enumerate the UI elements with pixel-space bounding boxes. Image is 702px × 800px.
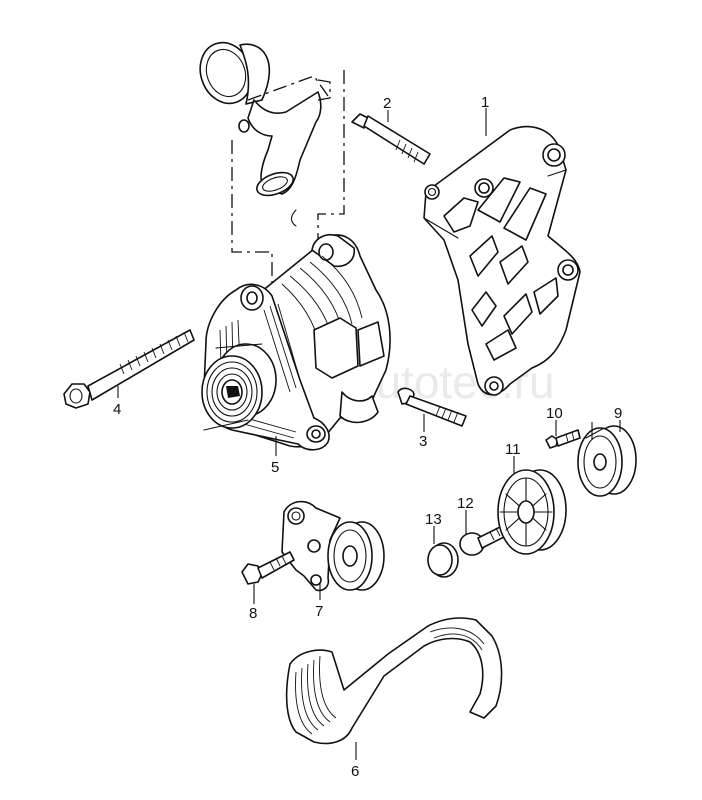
- callout-3: 3: [419, 433, 427, 450]
- callout-6: 6: [351, 763, 359, 780]
- bolt-10: [545, 429, 581, 449]
- callout-9: 9: [614, 405, 622, 422]
- alternator: [201, 234, 391, 451]
- ribbed-belt: [285, 617, 503, 745]
- belt-tensioner: [281, 500, 385, 592]
- leader-lines: [117, 108, 621, 760]
- cap-13: [427, 542, 459, 578]
- callout-8: 8: [249, 605, 257, 622]
- callout-1: 1: [481, 94, 489, 111]
- callout-4: 4: [113, 401, 121, 418]
- callout-7: 7: [315, 603, 323, 620]
- callout-13: 13: [425, 511, 442, 528]
- alternator-bracket: [423, 125, 581, 396]
- bolt-8: [241, 551, 295, 585]
- callout-2: 2: [383, 95, 391, 112]
- bolt-4: [63, 329, 195, 409]
- air-duct-hose: [199, 41, 345, 290]
- idler-pulley-11: [497, 469, 567, 555]
- pulley-9: [577, 425, 637, 497]
- callout-11: 11: [505, 441, 521, 458]
- callout-labels: 1 2 3 4 5 6 7 8 9 10 11 12 13: [113, 94, 622, 780]
- bolt-3: [397, 387, 467, 427]
- bolt-2: [351, 113, 431, 165]
- callout-10: 10: [546, 405, 563, 422]
- callout-12: 12: [457, 495, 474, 512]
- callout-5: 5: [271, 459, 279, 476]
